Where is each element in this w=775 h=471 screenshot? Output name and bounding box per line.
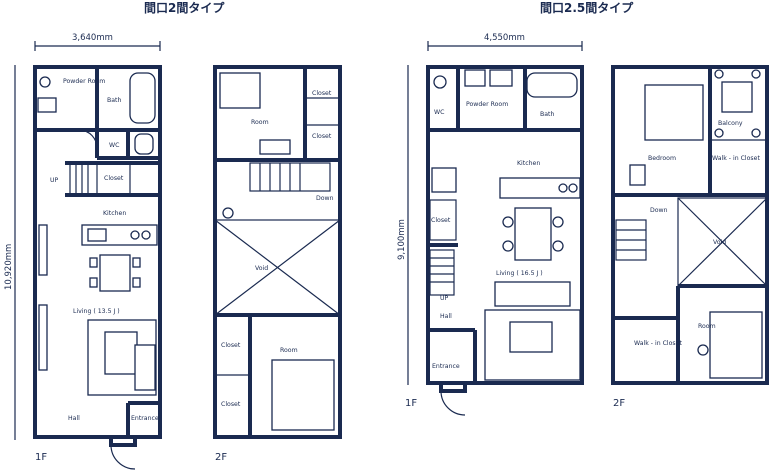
right-1f-wc: WC [434,109,444,116]
right-width-dimension: 4,550mm [427,33,583,51]
right-1f-hall: Hall [440,313,452,320]
left-2f-label: 2F [215,452,227,463]
left-2f-plan: Room Closet Closet Down Void Room Closet… [213,65,342,463]
left-1f-plan: Powder Room Bath WC UP Closet Kitchen Li… [33,65,162,470]
left-1f-hall: Hall [68,415,80,422]
left-2f-room-top: Room [251,119,269,126]
right-1f-living: Living ( 16.5 J ) [496,270,543,277]
right-2f-walkin-bottom: Walk - in Closet [634,340,682,347]
right-2f-room: Room [698,323,716,330]
right-2f-bedroom: Bedroom [648,155,676,162]
left-width-dimension: 3,640mm [34,33,161,51]
left-width-label: 3,640mm [72,33,113,43]
left-2f-down: Down [316,195,334,202]
left-1f-closet: Closet [104,175,124,182]
right-2f-void: Void [713,239,726,246]
right-2f-label: 2F [613,398,625,409]
right-plan-title: 間口2.5間タイプ [540,0,634,15]
right-depth-dimension: 9,100mm [397,65,409,385]
left-1f-up: UP [50,177,59,184]
left-2f-closet-c: Closet [221,342,241,349]
right-2f-walkin-top: Walk - in Closet [712,155,760,162]
left-1f-bath: Bath [107,97,121,104]
right-1f-kitchen: Kitchen [517,160,540,167]
left-1f-label: 1F [35,452,47,463]
right-1f-closet: Closet [431,217,451,224]
left-2f-closet-a: Closet [312,90,332,97]
left-2f-closet-b: Closet [312,133,332,140]
right-1f-powder-room: Powder Room [466,101,508,108]
right-2f-down: Down [650,207,668,214]
left-depth-label: 10,920mm [4,244,14,290]
left-1f-living: Living ( 13.5 J ) [73,308,120,315]
left-depth-dimension: 10,920mm [4,65,16,440]
left-1f-wc: WC [109,142,119,149]
right-1f-label: 1F [405,398,417,409]
right-depth-label: 9,100mm [397,219,407,260]
right-width-label: 4,550mm [484,33,525,43]
left-1f-entrance: Entrance [131,415,159,422]
left-plan-title: 間口2間タイプ [144,0,225,15]
left-1f-kitchen: Kitchen [103,210,126,217]
right-2f-plan: Bedroom Balcony Walk - in Closet Down Vo… [611,65,769,409]
right-2f-balcony: Balcony [718,120,743,127]
left-2f-closet-d: Closet [221,401,241,408]
right-1f-entrance: Entrance [432,363,460,370]
right-1f-plan: WC Powder Room Bath Kitchen Closet Livin… [405,65,584,416]
left-1f-powder-room: Powder Room [63,78,105,85]
left-2f-room-bottom: Room [280,347,298,354]
right-1f-bath: Bath [540,111,554,118]
left-2f-void: Void [255,265,268,272]
right-1f-up: UP [440,295,449,302]
